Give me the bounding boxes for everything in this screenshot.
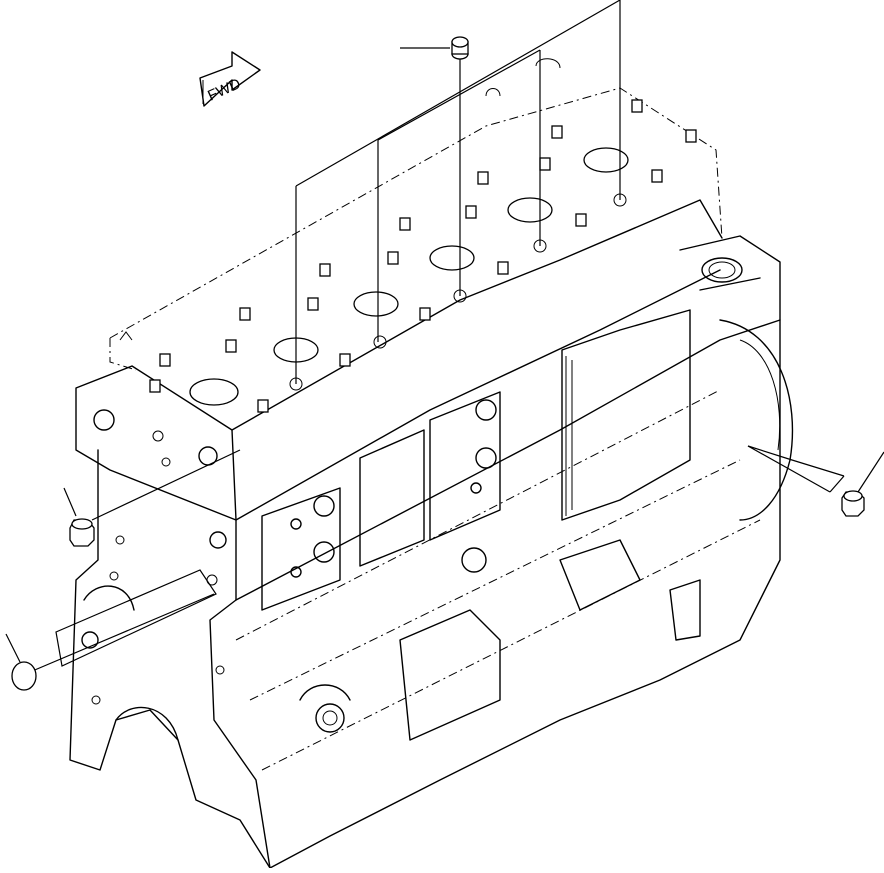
forward-arrow-label: FWD	[205, 75, 243, 104]
plug-right	[841, 490, 865, 517]
engine-block	[69, 87, 794, 869]
expansion-plug	[11, 661, 37, 691]
cylinder-head-valvetrain	[119, 58, 697, 413]
forward-arrow: FWD	[199, 51, 261, 107]
leader-lines	[5, 0, 884, 673]
plug-left	[69, 518, 95, 547]
head-bolts	[149, 99, 697, 413]
plug-top	[451, 36, 469, 60]
